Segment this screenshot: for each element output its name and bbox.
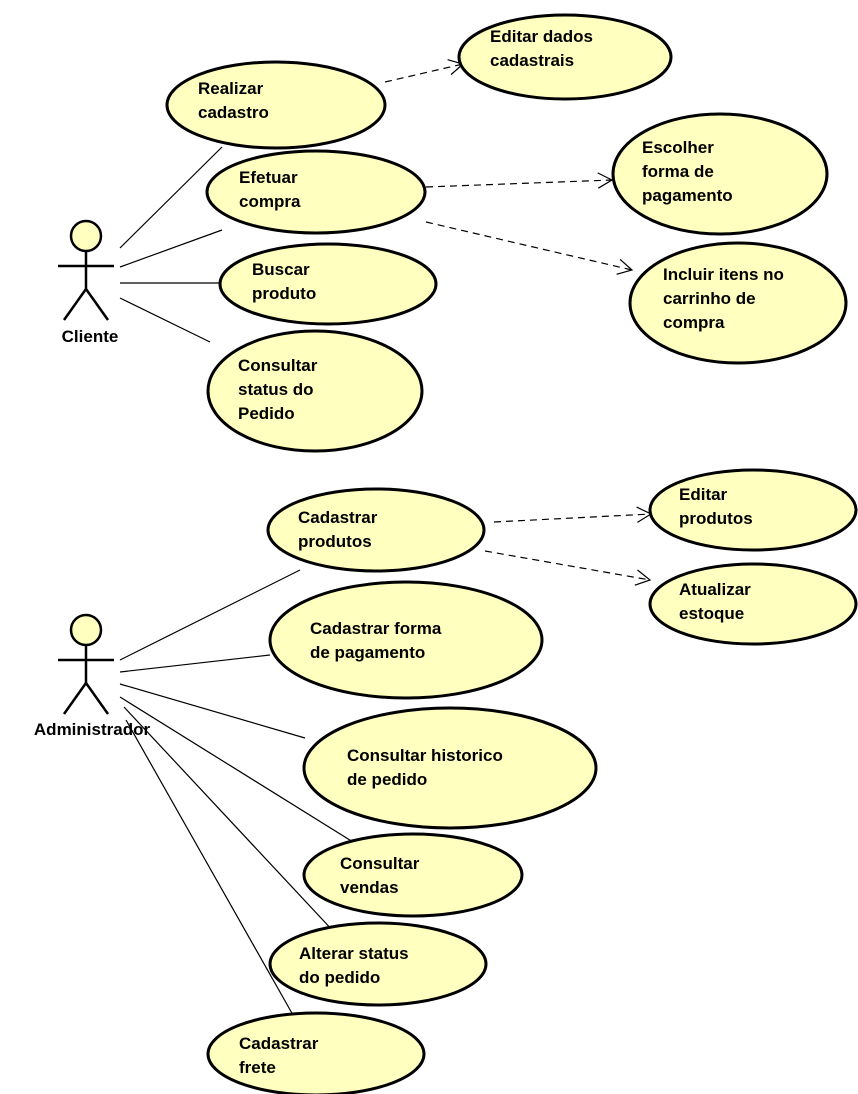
use-case-label: produtos	[298, 532, 372, 551]
actor-administrador[interactable]: Administrador	[34, 613, 151, 739]
dependency-efetuar-compra-escolher-forma-pagamento	[425, 172, 614, 189]
association-cliente-consultar-status-pedido	[119, 297, 211, 343]
use-case-label: Cadastrar	[239, 1034, 319, 1053]
use-case-label: Efetuar	[239, 168, 298, 187]
actor-head-icon	[69, 219, 103, 253]
use-case-label: compra	[663, 313, 725, 332]
use-case-label: status do	[238, 380, 314, 399]
use-case-label: de pedido	[347, 770, 427, 789]
use-case-cadastrar-produtos[interactable]: Cadastrar produtos	[266, 487, 486, 573]
use-case-label: estoque	[679, 604, 744, 623]
dependency-cadastrar-produtos-atualizar-estoque	[484, 550, 652, 586]
dependency-realizar-cadastro-editar-dados-cadastrais	[384, 59, 465, 83]
use-case-ellipse	[302, 832, 524, 918]
use-case-label: Cadastrar	[298, 508, 378, 527]
use-case-ellipse	[648, 468, 858, 552]
use-case-ellipse	[611, 112, 829, 236]
use-case-label: Atualizar	[679, 580, 751, 599]
use-case-label: pagamento	[642, 186, 733, 205]
actor-cliente[interactable]: Cliente	[58, 219, 119, 346]
use-case-ellipse	[205, 149, 427, 235]
use-case-atualizar-estoque[interactable]: Atualizar estoque	[648, 562, 858, 646]
use-case-cadastrar-frete[interactable]: Cadastrar frete	[206, 1011, 426, 1094]
use-case-buscar-produto[interactable]: Buscar produto	[218, 242, 438, 326]
diagram-edges	[119, 59, 653, 1016]
use-case-label: produtos	[679, 509, 753, 528]
dependency-efetuar-compra-incluir-itens-carrinho	[425, 221, 634, 275]
use-case-label: cadastrais	[490, 51, 574, 70]
use-case-label: Consultar historico	[347, 746, 503, 765]
use-case-alterar-status-pedido[interactable]: Alterar status do pedido	[268, 921, 488, 1007]
association-administrador-cadastrar-forma-pagamento	[119, 654, 271, 673]
use-case-consultar-vendas[interactable]: Consultar vendas	[302, 832, 524, 918]
association-administrador-cadastrar-produtos	[119, 569, 301, 661]
use-case-label: cadastro	[198, 103, 269, 122]
use-case-consultar-status-pedido[interactable]: Consultar status do Pedido	[206, 329, 424, 453]
use-case-ellipse	[628, 241, 848, 365]
use-case-label: Alterar status	[299, 944, 409, 963]
dependency-arrowhead	[616, 258, 634, 275]
actor-label: Cliente	[62, 327, 119, 346]
use-case-label: do pedido	[299, 968, 380, 987]
dependency-line	[384, 63, 464, 83]
use-case-ellipse	[457, 13, 673, 101]
use-case-ellipse	[206, 1011, 426, 1094]
use-case-label: Editar dados	[490, 27, 593, 46]
use-case-ellipse	[266, 487, 486, 573]
use-case-ellipse	[165, 60, 387, 150]
use-case-efetuar-compra[interactable]: Efetuar compra	[205, 149, 427, 235]
use-case-escolher-forma-pagamento[interactable]: Escolher forma de pagamento	[611, 112, 829, 236]
use-case-ellipse	[268, 580, 544, 700]
diagram-nodes: Realizar cadastro Editar dados cadastraisEf…	[165, 13, 858, 1094]
use-case-label: carrinho de	[663, 289, 756, 308]
use-case-label: Escolher	[642, 138, 714, 157]
use-case-label: Realizar	[198, 79, 264, 98]
association-cliente-realizar-cadastro	[119, 146, 223, 249]
use-case-ellipse	[218, 242, 438, 326]
use-case-label: Buscar	[252, 260, 310, 279]
use-case-editar-produtos[interactable]: Editar produtos	[648, 468, 858, 552]
dependency-line	[425, 179, 613, 188]
use-case-label: Cadastrar forma	[310, 619, 442, 638]
dependency-line	[493, 513, 652, 523]
dependency-line	[484, 550, 651, 581]
actor-left-leg	[62, 288, 88, 321]
dependency-arrowhead	[597, 172, 614, 189]
use-case-ellipse	[206, 329, 424, 453]
use-case-label: de pagamento	[310, 643, 425, 662]
use-case-label: Consultar	[238, 356, 318, 375]
use-case-label: forma de	[642, 162, 714, 181]
actor-label: Administrador	[34, 720, 151, 739]
use-case-cadastrar-forma-pagamento[interactable]: Cadastrar forma de pagamento	[268, 580, 544, 700]
use-case-consultar-historico-pedido[interactable]: Consultar historico de pedido	[302, 706, 598, 830]
association-cliente-efetuar-compra	[119, 229, 223, 268]
dependency-line	[425, 221, 633, 271]
dependency-arrowhead	[634, 569, 652, 586]
use-case-incluir-itens-carrinho[interactable]: Incluir itens no carrinho de compra	[628, 241, 848, 365]
use-case-ellipse	[302, 706, 598, 830]
use-case-realizar-cadastro[interactable]: Realizar cadastro	[165, 60, 387, 150]
use-case-label: compra	[239, 192, 301, 211]
actor-right-leg	[84, 682, 110, 715]
use-case-ellipse	[648, 562, 858, 646]
association-administrador-cadastrar-frete	[125, 719, 294, 1016]
association-administrador-consultar-historico-pedido	[119, 683, 306, 739]
actor-left-leg	[62, 682, 88, 715]
use-case-ellipse	[268, 921, 488, 1007]
association-administrador-consultar-vendas	[119, 696, 354, 843]
association-administrador-alterar-status-pedido	[123, 706, 336, 934]
use-case-label: Incluir itens no	[663, 265, 784, 284]
use-case-label: Editar	[679, 485, 728, 504]
use-case-editar-dados-cadastrais[interactable]: Editar dados cadastrais	[457, 13, 673, 101]
actor-head-icon	[69, 613, 103, 647]
use-case-label: produto	[252, 284, 316, 303]
actor-right-leg	[84, 288, 110, 321]
use-case-label: Pedido	[238, 404, 295, 423]
use-case-label: frete	[239, 1058, 276, 1077]
dependency-cadastrar-produtos-editar-produtos	[493, 506, 653, 523]
use-case-label: Consultar	[340, 854, 420, 873]
use-case-label: vendas	[340, 878, 399, 897]
